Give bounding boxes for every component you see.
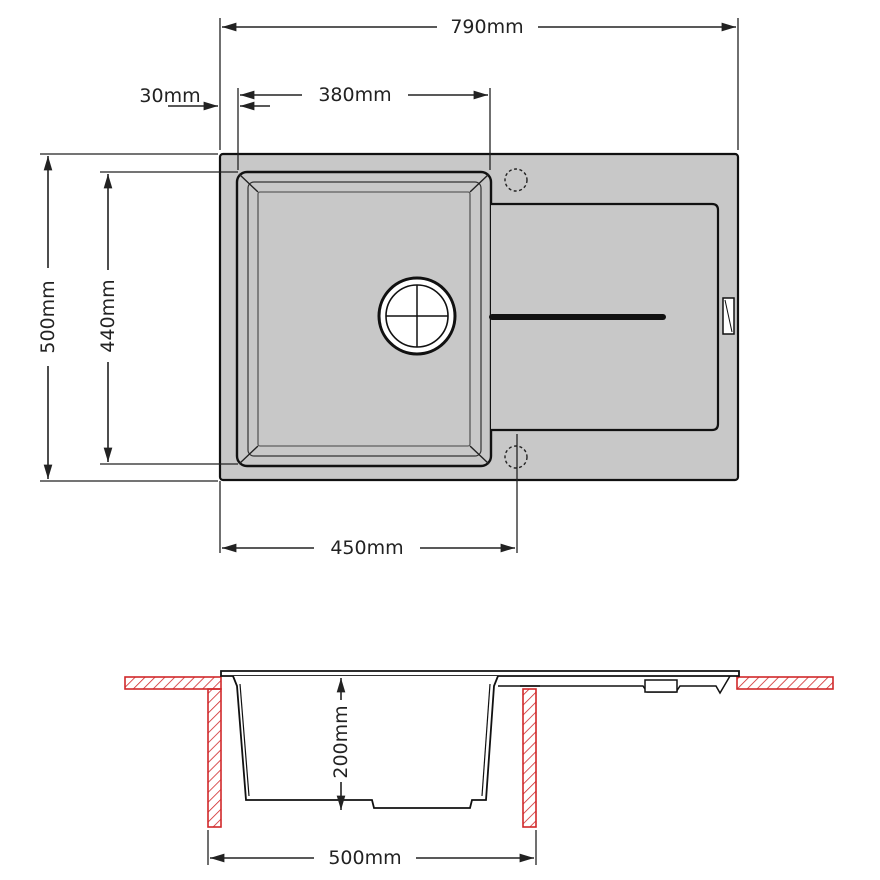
dimension-bowl-depth: 440mm: [97, 174, 119, 462]
bowl-inner-profile-right: [481, 683, 491, 797]
dimension-bowl-height: 200mm: [330, 678, 352, 810]
cabinet-wall-right: [522, 688, 537, 828]
dimension-overall-depth: 500mm: [37, 156, 59, 479]
tap-hole-marker-bottom: [504, 445, 528, 469]
dimension-cabinet-width: 500mm: [210, 847, 534, 869]
label-overall-depth: 500mm: [37, 280, 59, 353]
label-overall-width: 790mm: [450, 16, 523, 38]
worktop-right: [736, 676, 834, 690]
label-bowl-height: 200mm: [330, 705, 352, 778]
drain-waste: [377, 276, 457, 356]
dimension-bowl-width: 380mm: [240, 84, 488, 106]
dimension-cutout-width: 450mm: [222, 537, 515, 559]
extension-lines: [40, 18, 739, 553]
label-edge-offset: 30mm: [139, 85, 200, 107]
dimension-edge-offset: 30mm: [139, 85, 270, 111]
bowl-floor: [257, 191, 471, 447]
label-bowl-width: 380mm: [318, 84, 391, 106]
bowl-inner-profile: [239, 683, 250, 797]
label-cutout-width: 450mm: [330, 537, 403, 559]
label-bowl-depth: 440mm: [97, 279, 119, 352]
bowl-side-profile: [232, 675, 499, 809]
dimension-overall-width: 790mm: [222, 16, 736, 38]
label-cabinet-width: 500mm: [328, 847, 401, 869]
cabinet-wall-left: [207, 688, 222, 828]
sink-side-profile: [220, 670, 740, 677]
bowl-corner-bevels: [238, 173, 490, 465]
top-view: 790mm 30mm 380mm 500mm 440mm: [37, 16, 740, 559]
drainer-clip: [644, 679, 678, 693]
worktop-left: [124, 676, 222, 690]
side-view: 200mm 500mm: [124, 670, 834, 869]
tap-hole-marker-top: [504, 168, 528, 192]
drainer-underside: [498, 675, 731, 695]
